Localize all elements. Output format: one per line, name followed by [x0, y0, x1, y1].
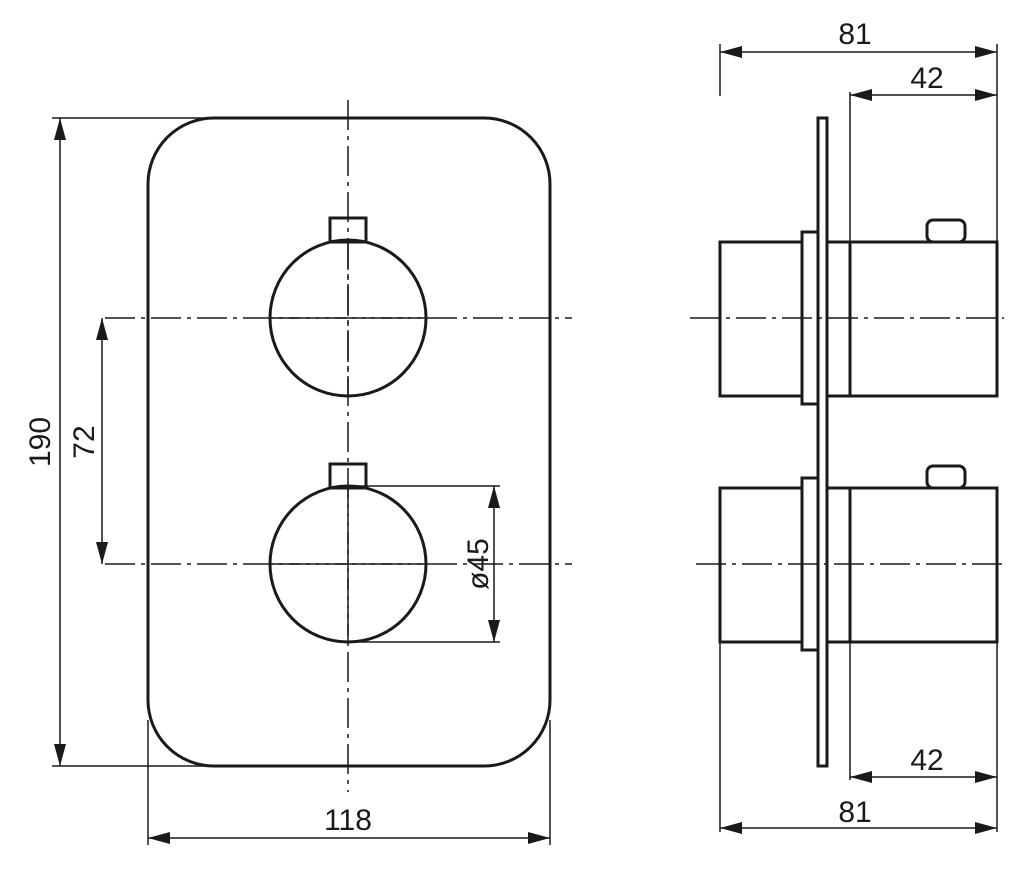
upper-handle-body — [848, 240, 999, 398]
width-label: 118 — [324, 804, 372, 837]
diameter-dimension: ø45 — [348, 485, 500, 643]
lower-handle-body — [848, 486, 999, 644]
side-plate — [816, 116, 829, 768]
height-dimension: 190 — [24, 117, 214, 767]
top-depth-dimension: 81 — [720, 18, 997, 58]
bottom-knob-label: 42 — [910, 744, 943, 777]
spacing-label: 72 — [68, 425, 101, 458]
upper-rear-body — [718, 240, 804, 398]
top-knob-label: 42 — [910, 62, 943, 95]
top-depth-label: 81 — [838, 18, 871, 51]
top-knob-dimension: 42 — [850, 62, 997, 101]
width-dimension: 118 — [147, 720, 551, 845]
height-label: 190 — [24, 417, 57, 467]
front-view: 190 72 ø45 118 — [24, 100, 572, 845]
bottom-depth-label: 81 — [838, 796, 871, 829]
bottom-depth-dimension: 81 — [720, 796, 997, 834]
diameter-label: ø45 — [462, 538, 495, 590]
lower-handle-lever — [925, 464, 967, 490]
upper-handle-lever — [925, 218, 967, 244]
side-view: 81 42 42 81 — [690, 18, 1004, 834]
cover-plate — [146, 116, 552, 768]
bottom-knob-dimension: 42 — [850, 744, 997, 783]
lower-rear-body — [718, 486, 804, 644]
spacing-dimension: 72 — [68, 318, 108, 564]
